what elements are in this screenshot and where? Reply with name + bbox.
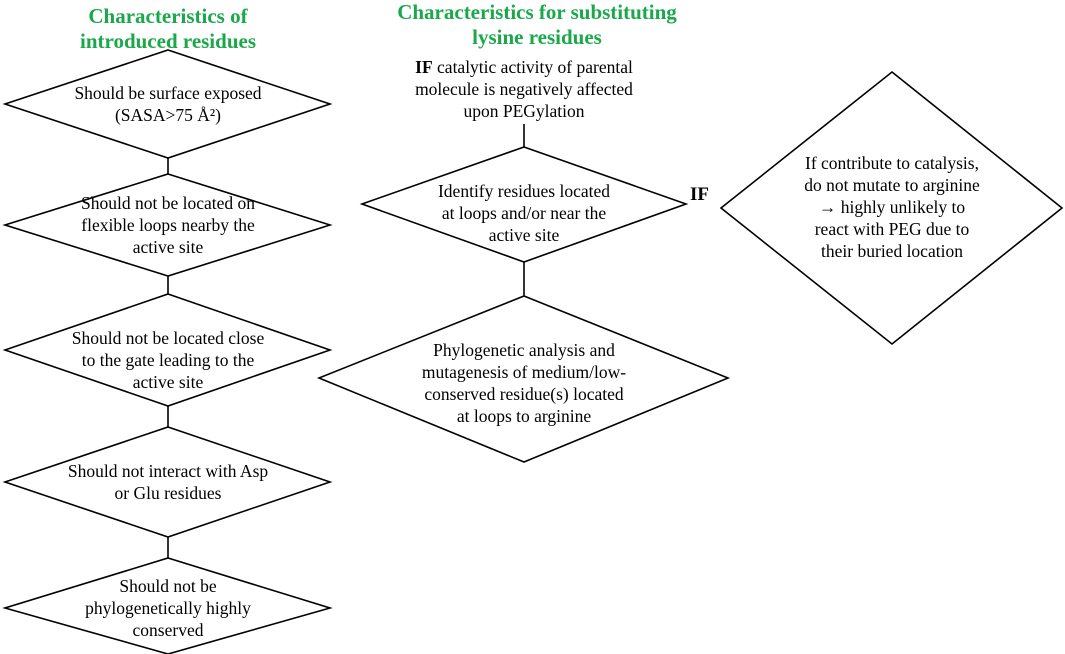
branch-if-label: IF <box>690 184 709 205</box>
branch-text: If contribute to catalysis, do not mutat… <box>762 152 1022 262</box>
right-diamond-2 <box>316 295 731 463</box>
left-step-4-text: Should not interact with Asp or Glu resi… <box>40 460 296 504</box>
right-heading-line1: Characteristics for substituting <box>397 0 677 24</box>
right-step-2-text: Phylogenetic analysis and mutagenesis of… <box>394 339 654 427</box>
right-heading-line2: lysine residues <box>472 25 602 49</box>
right-step-2-line2: mutagenesis of medium/low- <box>421 362 627 382</box>
left-step-1-line1: Should be surface exposed <box>74 83 262 103</box>
left-step-3-line1: Should not be located close <box>71 328 265 348</box>
branch-line5: their buried location <box>821 241 963 261</box>
left-step-2-text: Should not be located on flexible loops … <box>40 192 296 258</box>
left-step-4-line2: or Glu residues <box>114 483 222 503</box>
branch-line2: do not mutate to arginine <box>804 175 980 195</box>
left-step-4-line1: Should not interact with Asp <box>67 461 269 481</box>
branch-line3: → highly unlikely to <box>818 197 966 217</box>
condition-text: IF catalytic activity of parental molecu… <box>374 56 674 122</box>
left-step-3-text: Should not be located close to the gate … <box>40 327 296 393</box>
condition-line3: upon PEGylation <box>463 101 585 121</box>
left-step-1-line2: (SASA>75 Å²) <box>114 105 222 125</box>
left-heading: Characteristics of introduced residues <box>45 4 291 54</box>
condition-line1-rest: catalytic activity of parental <box>432 57 633 77</box>
condition-line2: molecule is negatively affected <box>415 79 633 99</box>
right-step-1-text: Identify residues located at loops and/o… <box>404 180 644 246</box>
left-step-5-text: Should not be phylogenetically highly co… <box>40 575 296 641</box>
left-step-5-line3: conserved <box>132 620 204 640</box>
branch-line1: If contribute to catalysis, <box>805 153 979 173</box>
left-step-2-line1: Should not be located on <box>80 193 255 213</box>
left-diamond-5 <box>2 557 333 654</box>
right-step-2-line3: conserved residue(s) located <box>424 384 624 404</box>
left-step-5-line2: phylogenetically highly <box>85 598 251 618</box>
condition-line1: IF catalytic activity of parental <box>374 56 674 78</box>
branch-diamond <box>719 70 1064 346</box>
branch-line4: react with PEG due to <box>814 219 970 239</box>
left-step-2-line2: flexible loops nearby the <box>81 215 255 235</box>
left-step-3-line3: active site <box>132 372 204 392</box>
right-step-1-line3: active site <box>488 225 560 245</box>
left-heading-line2: introduced residues <box>80 29 256 53</box>
left-step-2-line3: active site <box>132 237 204 257</box>
condition-keyword: IF <box>415 57 433 77</box>
right-heading: Characteristics for substituting lysine … <box>372 0 702 50</box>
right-step-2-line1: Phylogenetic analysis and <box>433 340 615 360</box>
left-heading-line1: Characteristics of <box>88 4 248 28</box>
right-step-2-line4: at loops to arginine <box>456 406 592 426</box>
right-step-1-line1: Identify residues located <box>437 181 611 201</box>
left-step-1-text: Should be surface exposed (SASA>75 Å²) <box>40 82 296 126</box>
left-step-5-line1: Should not be <box>119 576 217 596</box>
left-step-3-line2: to the gate leading to the <box>81 350 255 370</box>
right-step-1-line2: at loops and/or near the <box>441 203 607 223</box>
